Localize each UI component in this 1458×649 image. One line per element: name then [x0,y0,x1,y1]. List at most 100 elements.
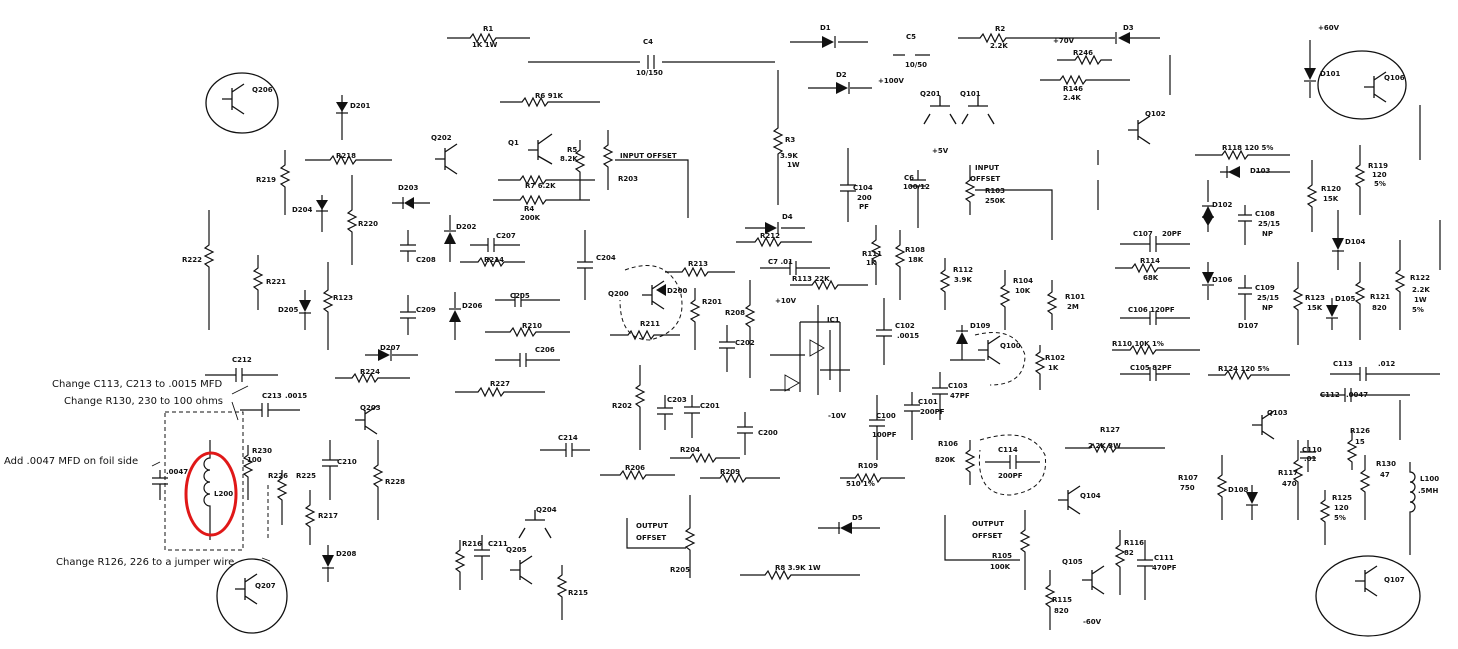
label-R130: R130 [1376,460,1396,468]
label-R211: R211 [640,320,660,328]
value-C101: 200PF [920,408,945,416]
label-Q106: Q106 [1384,74,1405,82]
label-C204: C204 [596,254,616,262]
label-Q1: Q1 [508,139,519,147]
value-R122: 2.2K [1412,286,1430,294]
label-C203: C203 [667,396,687,404]
value-R105: 100K [990,563,1011,571]
label-C214: C214 [558,434,578,442]
value-C112: .0047 [1346,391,1368,399]
label-C202: C202 [735,339,755,347]
label-C112: C112 [1320,391,1340,399]
value-C6: 100/12 [903,183,930,191]
value-R104: 10K [1015,287,1031,295]
label-D200: D200 [667,287,688,295]
label-R203: R203 [618,175,638,183]
label-R212: R212 [760,232,780,240]
label-C108: C108 [1255,210,1275,218]
label-D2: D2 [836,71,847,79]
label-R105: R105 [992,552,1012,560]
label-C103: C103 [948,382,968,390]
label-R123-right: R123 [1305,294,1325,302]
label-R215: R215 [568,589,588,597]
label-D202: D202 [456,223,477,231]
label-R125: R125 [1332,494,1352,502]
label-D4: D4 [782,213,793,221]
label-R1: R1 [483,25,493,33]
value-R126: 15 [1355,438,1365,446]
label-output: OUTPUT [636,522,668,530]
label-C109: C109 [1255,284,1275,292]
label-R209: R209 [720,468,740,476]
label-Q206: Q206 [252,86,273,94]
label-minus10v: -10V [828,412,847,420]
pct-R119: 5% [1374,180,1386,188]
label-R226: R226 [268,472,288,480]
label-C205: C205 [510,292,530,300]
label-Q202: Q202 [431,134,452,142]
label-R110: R110 10K 1% [1112,340,1164,348]
label-plus5v: +5V [932,147,949,155]
label-R202: R202 [612,402,632,410]
label-R113: R113 22K [792,275,830,283]
label-R220: R220 [358,220,378,228]
value-R117: 470 [1282,480,1297,488]
label-R221: R221 [266,278,286,286]
label-R7: R7 6.2K [525,182,556,190]
watt-R3: 1W [787,161,800,169]
label-R6: R6 91K [535,92,563,100]
label-R126: R126 [1350,427,1370,435]
label-R216: R216 [462,540,482,548]
value-C108: 25/15 [1258,220,1280,228]
value-R4: 200K [520,214,541,222]
label-D102: D102 [1212,201,1233,209]
label-R3: R3 [785,136,795,144]
value-C107: 20PF [1162,230,1182,238]
label-C110: C110 [1302,446,1322,454]
value-R112: 3.9K [954,276,972,284]
label-Q103: Q103 [1267,409,1288,417]
label-C113: C113 [1333,360,1353,368]
value-R123-right: 15K [1307,304,1323,312]
value-R2: 2.2K [990,42,1008,50]
value-C103: 47PF [950,392,970,400]
label-R123: R123 [333,294,353,302]
label-R103: R103 [985,187,1005,195]
label-D109: D109 [970,322,991,330]
label-R146: R146 [1063,85,1083,93]
note-add-0047: Add .0047 MFD on foil side [4,456,138,467]
unit-C108: NP [1262,230,1273,238]
label-R106: R106 [938,440,958,448]
value-R101: 2M [1067,303,1079,311]
label-R214: R214 [484,256,504,264]
label-offset: OFFSET [970,175,1000,183]
value-C104: 200 [857,194,872,202]
value-R125: 120 [1334,504,1349,512]
value-C114: 200PF [998,472,1023,480]
label-D208: D208 [336,550,357,558]
label-R109: R109 [858,462,878,470]
label-R127: R127 [1100,426,1120,434]
label-Q200: Q200 [608,290,629,298]
label-D5: D5 [852,514,863,522]
note-change-r130: Change R130, 230 to 100 ohms [64,396,223,407]
label-C210: C210 [337,458,357,466]
label-R246: R246 [1073,49,1093,57]
label-0047: .0047 [166,468,188,476]
label-C4: C4 [643,38,653,46]
value-R107: 750 [1180,484,1195,492]
label-C6: C6 [904,174,914,182]
label-Q102: Q102 [1145,110,1166,118]
label-D206: D206 [462,302,483,310]
value-R106: 820K [935,456,956,464]
annotations [151,385,271,562]
label-C212: C212 [232,356,252,364]
value-C5: 10/50 [905,61,927,69]
label-plus70v: +70V [1053,37,1075,45]
label-Q105: Q105 [1062,558,1083,566]
label-R225: R225 [296,472,316,480]
value-R5: 8.2K [560,155,578,163]
value-R230: 100 [247,456,262,464]
label-Q204: Q204 [536,506,557,514]
